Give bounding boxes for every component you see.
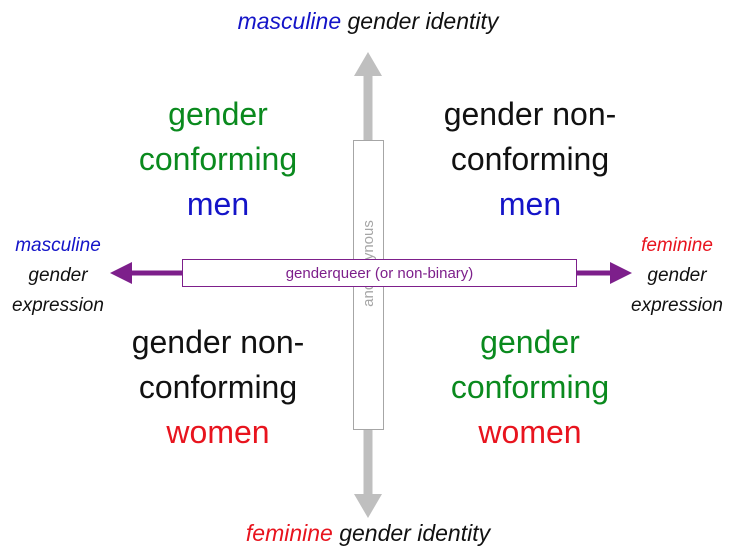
left-side-line1: masculine (15, 235, 101, 256)
right-side-line3: expression (631, 295, 723, 316)
quadrant-bottom-right: gender conforming women (400, 320, 660, 455)
quadrant-bottom-right-line2: conforming (450, 369, 610, 405)
left-side-line3: expression (12, 295, 104, 316)
quadrant-bottom-right-line1: gender (480, 324, 580, 360)
quadrant-top-right-line1: gender non- (443, 96, 617, 132)
quadrant-bottom-right-line3: women (478, 414, 582, 450)
quadrant-top-left-line1: gender (168, 96, 268, 132)
quadrant-bottom-left-line2: conforming (138, 369, 298, 405)
bottom-axis-title: feminine gender identity (0, 520, 736, 547)
right-side-line2: gender (647, 265, 707, 286)
right-side-label: feminine gender expression (612, 231, 736, 321)
top-axis-title: masculine gender identity (0, 8, 736, 35)
quadrant-top-left-line2: conforming (138, 141, 298, 177)
arrow-left-head (110, 262, 132, 284)
bottom-axis-rest: gender identity (332, 520, 491, 546)
arrow-up-head (354, 52, 382, 76)
genderqueer-bar: genderqueer (or non-binary) (182, 259, 577, 287)
genderqueer-label: genderqueer (or non-binary) (285, 264, 474, 282)
arrow-down-head (354, 494, 382, 518)
right-side-line1: feminine (641, 235, 713, 256)
bottom-axis-emph: feminine (245, 520, 333, 546)
left-side-label: masculine gender expression (0, 231, 123, 321)
quadrant-top-right-line3: men (498, 186, 562, 222)
quadrant-bottom-left-line3: women (166, 414, 270, 450)
quadrant-top-left-line3: men (186, 186, 250, 222)
top-axis-emph: masculine (237, 8, 342, 34)
quadrant-bottom-left-line1: gender non- (131, 324, 305, 360)
left-side-line2: gender (28, 265, 88, 286)
quadrant-top-left: gender conforming men (88, 92, 348, 227)
quadrant-bottom-left: gender non- conforming women (88, 320, 348, 455)
arrow-right-head (610, 262, 632, 284)
top-axis-rest: gender identity (341, 8, 499, 34)
quadrant-top-right-line2: conforming (450, 141, 610, 177)
quadrant-top-right: gender non- conforming men (400, 92, 660, 227)
